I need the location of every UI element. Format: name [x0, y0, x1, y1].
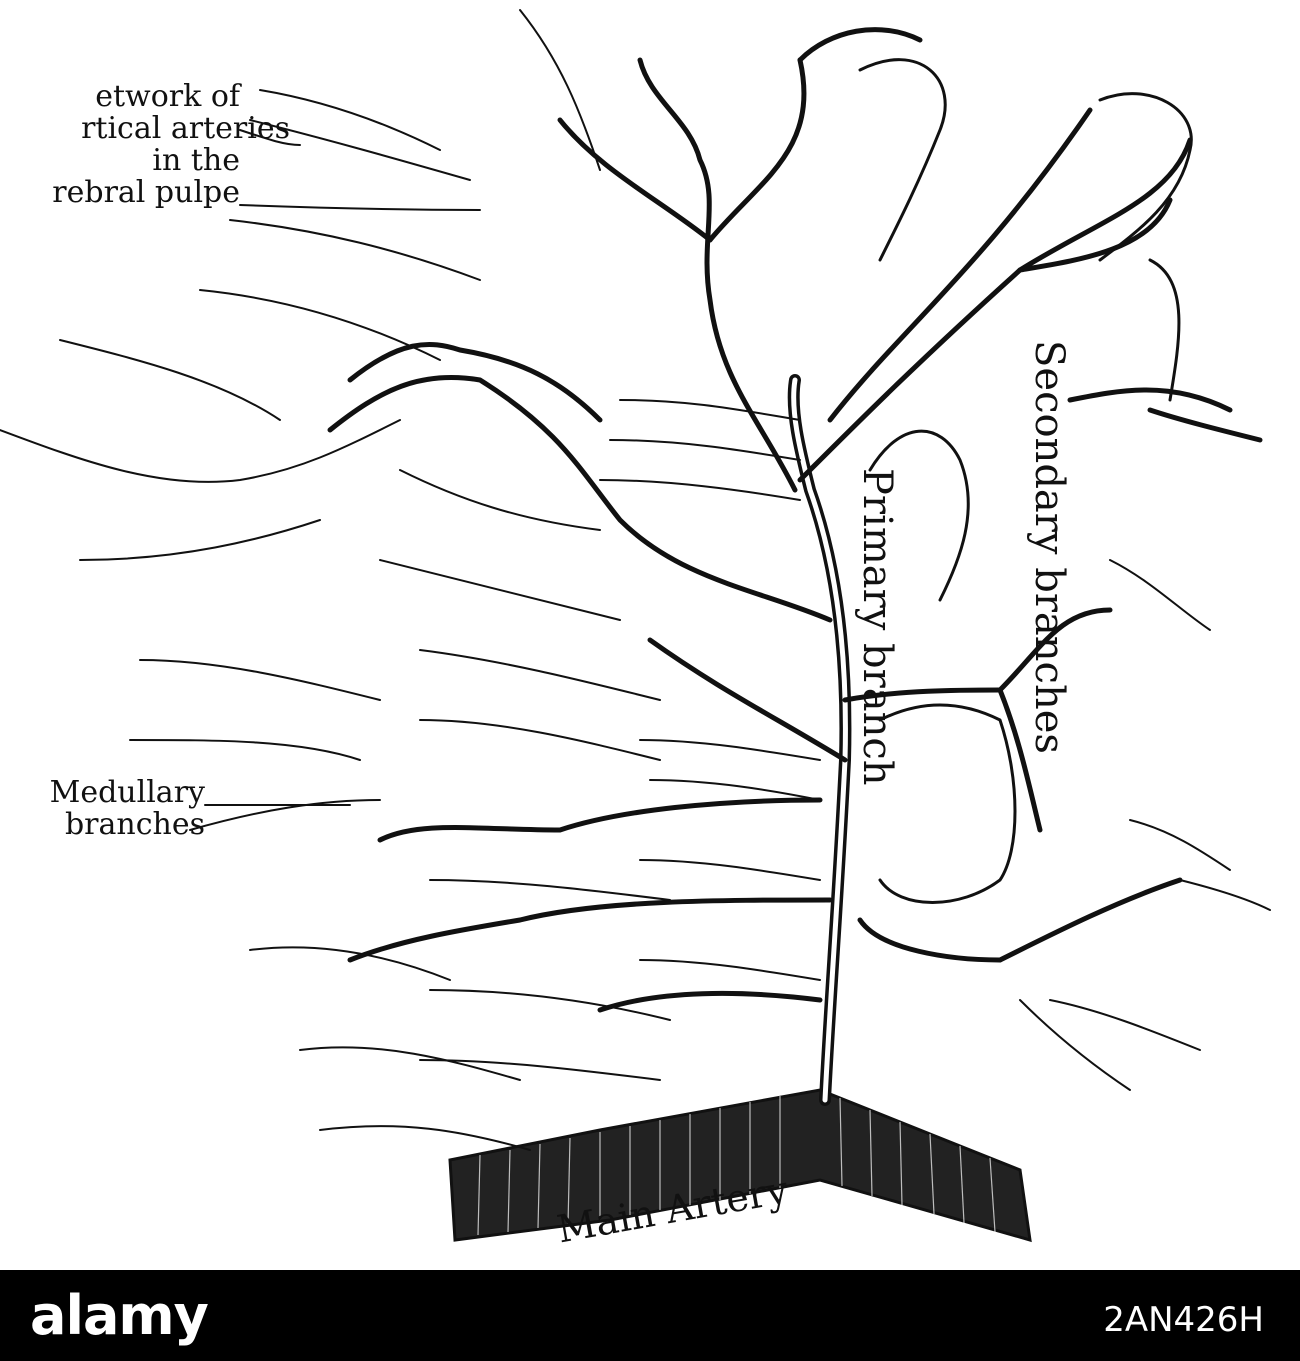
label-pointers — [204, 129, 481, 807]
medullary-label-line-2: branches — [64, 807, 205, 842]
network-label-line-2: rtical arteries — [81, 111, 290, 146]
network-label-line-1: etwork of — [95, 79, 240, 114]
secondary-branches-label: Secondary branches — [1026, 340, 1072, 754]
vessels — [327, 27, 1263, 1013]
artery-diagram — [0, 9, 1271, 1243]
vessels-lumen — [329, 59, 1191, 961]
secondary-loops — [858, 58, 1193, 904]
network-label-line-4: rebral pulpe — [52, 175, 240, 210]
medullary-label-line-1: Medullary — [49, 775, 205, 810]
image-id: 2AN426H — [1103, 1300, 1264, 1340]
brand-logo: alamy — [30, 1284, 209, 1347]
network-label-line-3: in the — [152, 143, 240, 178]
primary-branch-label: Primary branch — [854, 468, 900, 786]
medullary-branches — [0, 9, 1271, 1151]
artery-drawing — [0, 9, 1271, 1243]
main-artery — [448, 1088, 1032, 1243]
primary-branch — [787, 374, 852, 1106]
watermark-footer: alamy 2AN426H — [0, 1270, 1300, 1361]
